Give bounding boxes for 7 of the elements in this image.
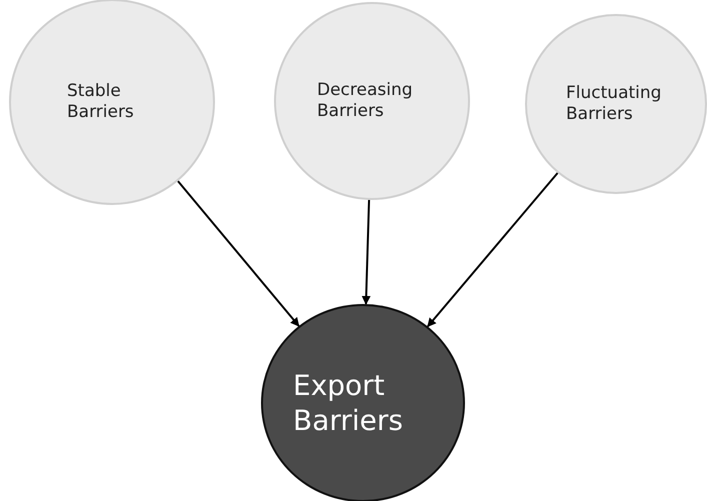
arrow [362,200,371,305]
arrow [426,172,558,328]
node-label: Stable Barriers [67,80,135,124]
node-label: Decreasing Barriers [317,80,414,122]
node-label: Export Barriers [293,368,404,438]
arrow [177,180,300,327]
node-label: Fluctuating Barriers [566,82,662,126]
